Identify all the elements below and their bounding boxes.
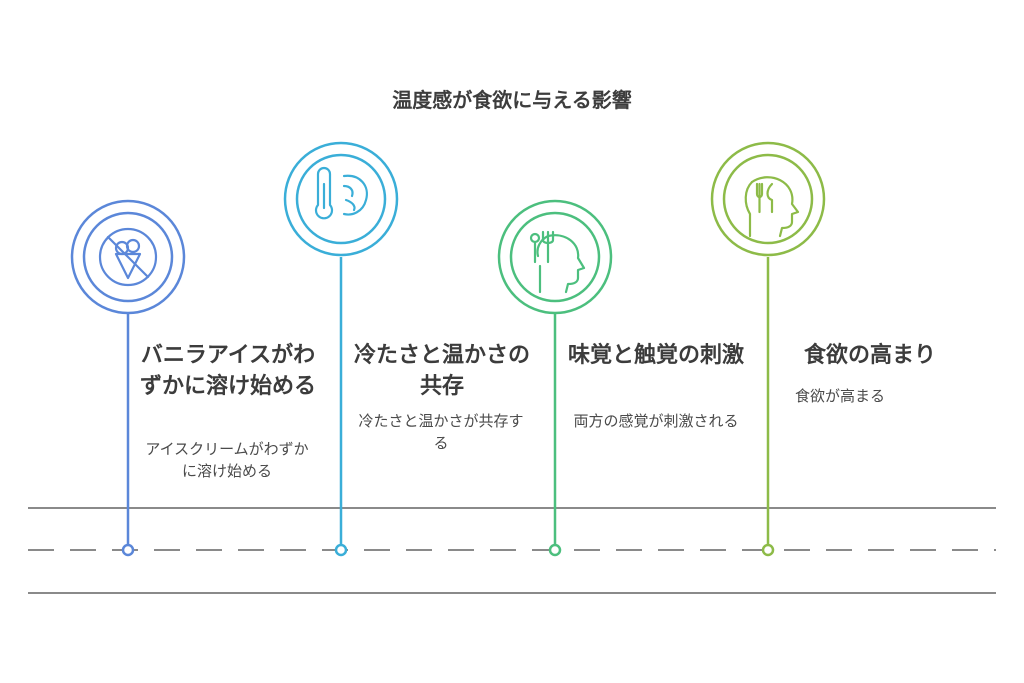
step-2-description: 冷たさと温かさが共存する — [358, 412, 524, 452]
step-4-title: 食欲の高まり — [803, 343, 936, 368]
no-ice-cream-icon — [98, 227, 158, 287]
step-2-title: 冷たさと温かさの共存 — [353, 343, 530, 399]
step-2-marker — [283, 141, 399, 557]
step-1-title: バニラアイスがわずかに溶け始める — [139, 343, 316, 399]
head-fork-knife-icon — [744, 176, 800, 238]
step-1-description: アイスクリームがわずかに溶け始める — [145, 440, 309, 480]
step-4-description: 食欲が高まる — [794, 387, 885, 405]
step-3-title: 味覚と触覚の刺激 — [567, 343, 744, 368]
step-3-description: 両方の感覚が刺激される — [573, 412, 739, 430]
head-utensils-icon — [529, 230, 586, 294]
thermometer-brain-icon — [314, 166, 368, 220]
diagram-title: 温度感が食欲に与える影響 — [392, 88, 632, 112]
step-3-marker — [497, 199, 613, 557]
step-4-marker — [710, 141, 826, 557]
